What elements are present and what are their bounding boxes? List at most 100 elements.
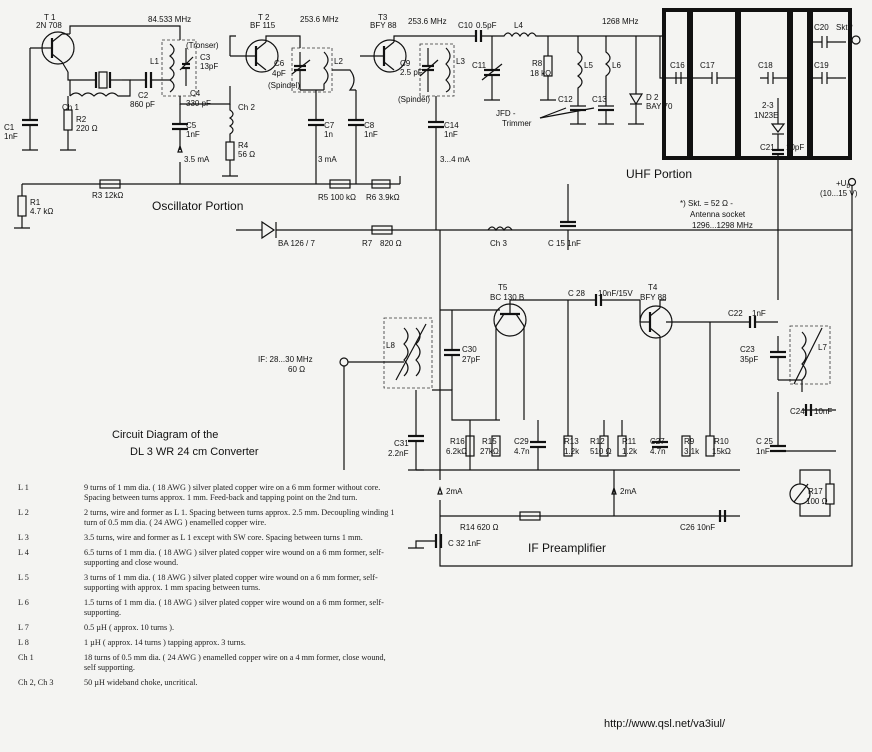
c4-label: C4 [190, 89, 201, 98]
coil-name: L 5 [18, 573, 29, 582]
l1-label: L1 [150, 57, 159, 66]
ub-value: (10...15 V) [820, 189, 858, 198]
l5-label: L5 [584, 61, 593, 70]
c31-label: C31 [394, 439, 409, 448]
coil-name: L 7 [18, 623, 29, 632]
skt-label: Skt.* [836, 23, 853, 32]
c22-value: 1nF [752, 309, 766, 318]
r9-value: 3.1k [684, 447, 700, 456]
freq-253b: 253.6 MHz [408, 17, 447, 26]
c8-value: 1nF [364, 130, 378, 139]
t1-label: T 1 [44, 13, 56, 22]
ub-label: +Ub [836, 179, 850, 190]
coil-name: Ch 1 [18, 653, 34, 662]
r11-value: 1.2k [622, 447, 638, 456]
c2-value: 860 pF [130, 100, 155, 109]
r6-label: R6 3.9kΩ [366, 193, 400, 202]
c29-value: 4.7n [514, 447, 530, 456]
coil-name: L 8 [18, 638, 29, 647]
c27-label: C27 [650, 437, 665, 446]
antenna-socket-icon [851, 35, 861, 45]
coil-description: 0.5 µH ( approx. 10 turns ). [84, 623, 174, 632]
t5-label: T5 [498, 283, 508, 292]
current-4: 2mA [446, 487, 463, 496]
supply-terminal-icon [847, 177, 857, 187]
c1-value: 1nF [4, 132, 18, 141]
coil-description: 3 turns of 1 mm dia. ( 18 AWG ) silver p… [84, 573, 378, 592]
c24-value: 10nF [814, 407, 832, 416]
da-label: BA 126 / 7 [278, 239, 315, 248]
c32-label: C 32 1nF [448, 539, 481, 548]
c17-label: C17 [700, 61, 715, 70]
current-5: 2mA [620, 487, 637, 496]
r14-label: R14 620 Ω [460, 523, 498, 532]
if-label: IF: 28...30 MHz [258, 355, 313, 364]
current-3: 3...4 mA [440, 155, 470, 164]
c20-label: C20 [814, 23, 829, 32]
r15-value: 27kΩ [480, 447, 499, 456]
r4-label: R4 [238, 141, 249, 150]
c6-label: C6 [274, 59, 285, 68]
freq-84: 84.533 MHz [148, 15, 191, 24]
c11-label: C11 [472, 61, 487, 70]
coil-description: 18 turns of 0.5 mm dia. ( 24 AWG ) ename… [84, 653, 386, 672]
c28-label: C 28 [568, 289, 585, 298]
r17-value: 100 Ω [806, 497, 828, 506]
coil-name: Ch 2, Ch 3 [18, 678, 54, 687]
r16-value: 6.2kΩ [446, 447, 467, 456]
coil-description: 1 µH ( approx. 14 turns ) tapping approx… [84, 638, 246, 647]
transistor-t2 [230, 39, 279, 73]
note-3: 1296...1298 MHz [692, 221, 753, 230]
c28-value: 10nF/15V [598, 289, 633, 298]
r7-value: 820 Ω [380, 239, 402, 248]
spindel-2: (Spindel) [398, 95, 430, 104]
r4-value: 56 Ω [238, 150, 255, 159]
r1-value: 4.7 kΩ [30, 207, 53, 216]
spindel-1: (Spindel) [268, 81, 300, 90]
crystal [90, 71, 122, 89]
ch3-label: Ch 3 [490, 239, 507, 248]
l3-label: L3 [456, 57, 465, 66]
uhf-section-label: UHF Portion [626, 167, 692, 181]
r10-label: R10 [714, 437, 729, 446]
c6-value: 4pF [272, 69, 286, 78]
l7-label: L7 [818, 343, 827, 352]
coil-name: L 3 [18, 533, 29, 542]
c4-value: 330 pF [186, 99, 211, 108]
t1-type: 2N 708 [36, 21, 62, 30]
note-2: Antenna socket [690, 210, 746, 219]
r3-label: R3 12kΩ [92, 191, 123, 200]
if-section-label: IF Preamplifier [528, 541, 606, 555]
coil-description: 6.5 turns of 1 mm dia. ( 18 AWG ) silver… [84, 548, 384, 567]
coil-name: L 4 [18, 548, 29, 557]
l8-label: L8 [386, 341, 395, 350]
transistor-t3 [360, 39, 407, 73]
d1-label: 2-3 [762, 101, 774, 110]
r8-value: 18 kΩ [530, 69, 551, 78]
tronser-label: (Tronser) [186, 41, 219, 50]
c26-label: C26 10nF [680, 523, 715, 532]
coil-name: L 6 [18, 598, 29, 607]
r11-label: R11 [622, 437, 637, 446]
coil-row: Ch 1 18 turns of 0.5 mm dia. ( 24 AWG ) e… [18, 653, 398, 673]
r2-label: R2 [76, 115, 87, 124]
c3-value: 13pF [200, 62, 218, 71]
r2-value: 220 Ω [76, 124, 98, 133]
coil-description: 2 turns, wire and former as L 1. Spacing… [84, 508, 395, 527]
r15-label: R15 [482, 437, 497, 446]
r12-label: R12 [590, 437, 605, 446]
r12-value: 510 Ω [590, 447, 612, 456]
current-2: 3 mA [318, 155, 337, 164]
if-ohm: 60 Ω [288, 365, 305, 374]
c16-label: C16 [670, 61, 685, 70]
c23-label: C23 [740, 345, 755, 354]
coil-description: 9 turns of 1 mm dia. ( 18 AWG ) silver p… [84, 483, 381, 502]
c19-label: C19 [814, 61, 829, 70]
c12-label: C12 [558, 95, 573, 104]
if-socket-icon [339, 357, 349, 367]
l4-label: L4 [514, 21, 523, 30]
r13-label: R13 [564, 437, 579, 446]
